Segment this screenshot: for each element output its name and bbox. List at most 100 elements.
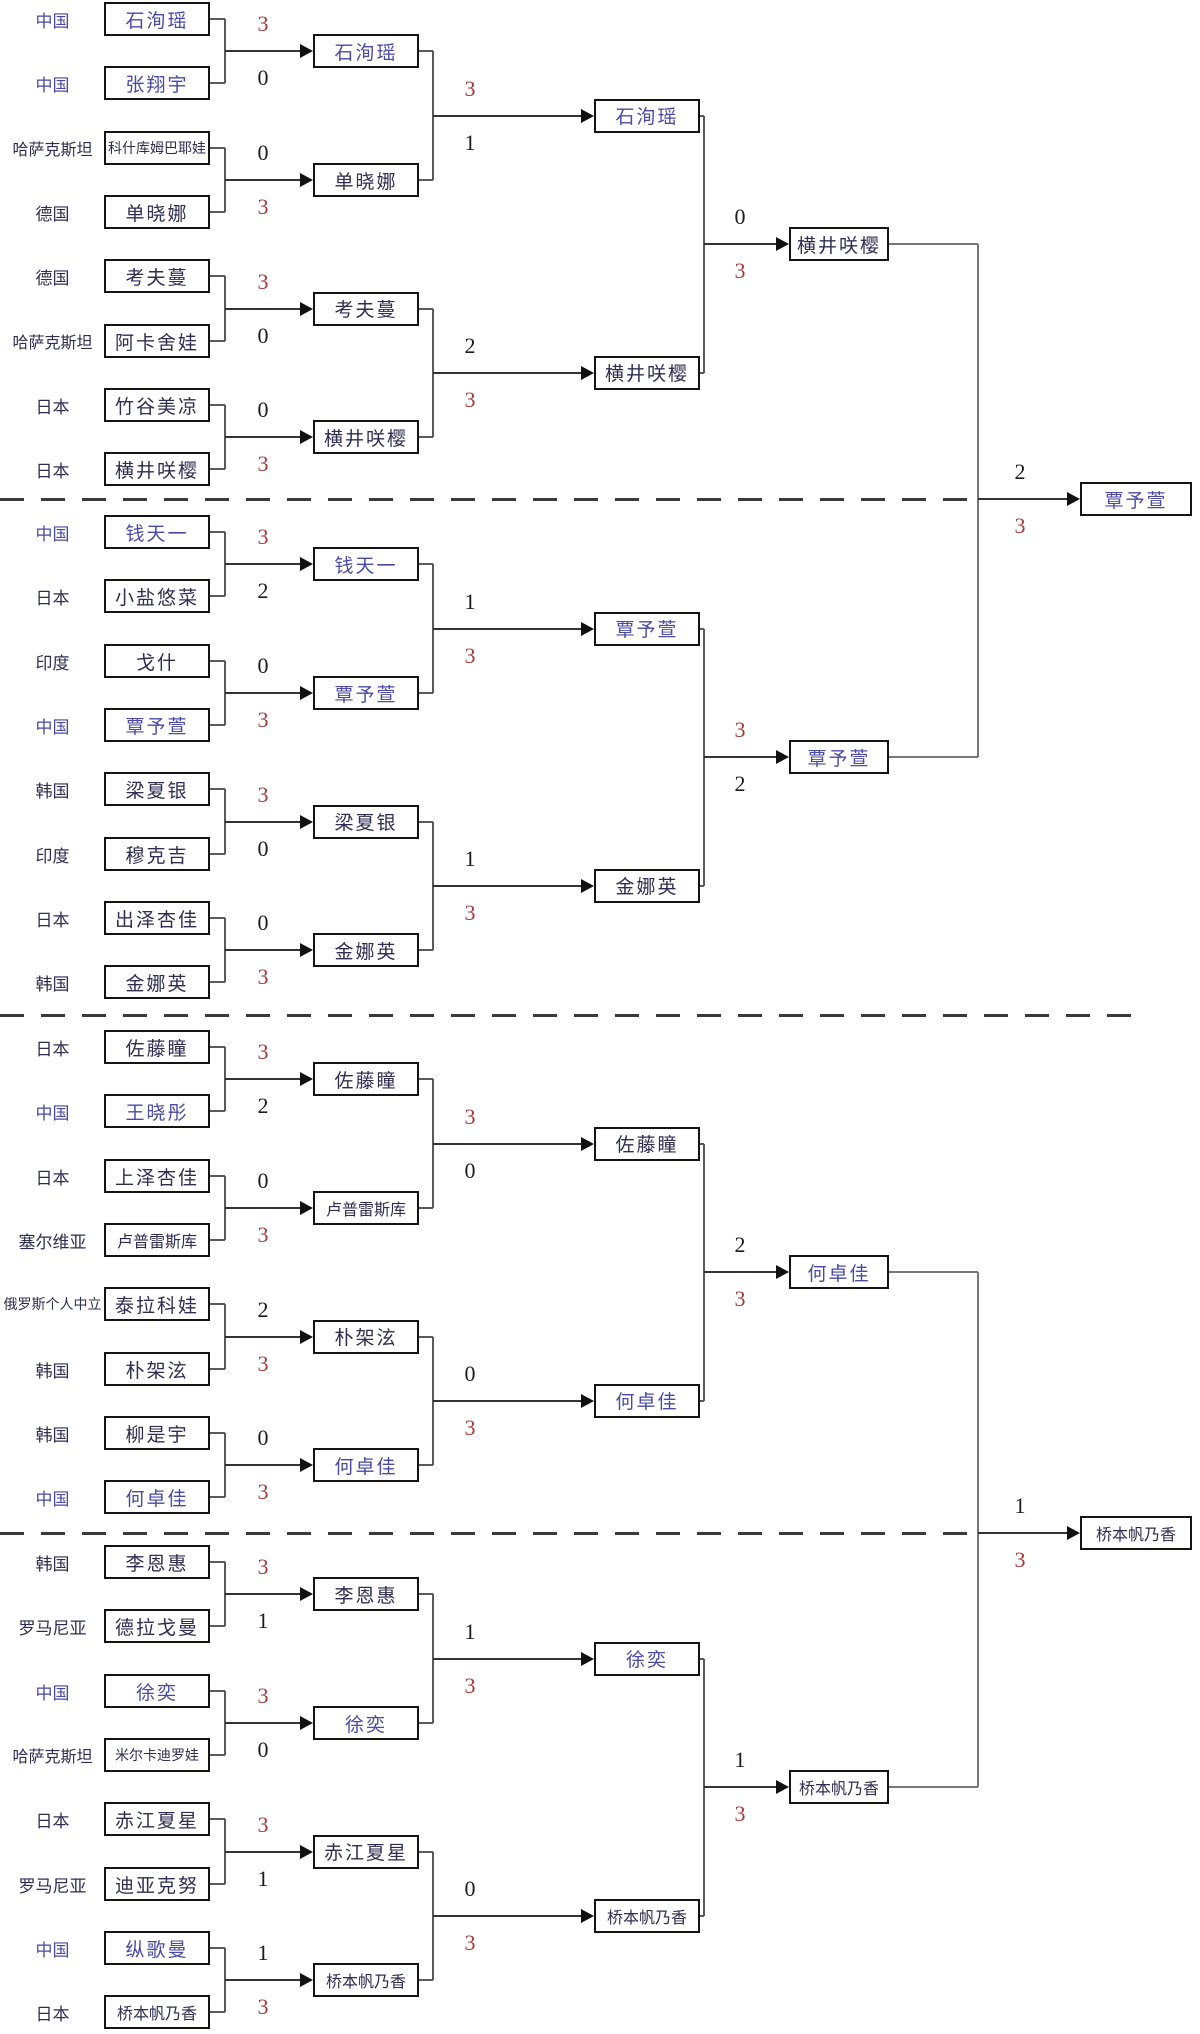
score-label: 3 [257, 1350, 269, 1376]
country-label: 日本 [35, 397, 70, 417]
winner-box: 横井咲樱 [789, 227, 889, 262]
player-box: 阿卡舍娃 [104, 324, 210, 358]
arrowhead-icon [300, 1587, 313, 1601]
connector-line [419, 1078, 433, 1080]
arrowhead-icon [581, 878, 594, 893]
country-label: 日本 [35, 1811, 70, 1831]
player-box: 单晓娜 [104, 195, 210, 229]
connector-line [704, 1786, 778, 1789]
connector-line [700, 1142, 704, 1145]
player-box: 小盐悠菜 [104, 579, 210, 613]
player-box: 泰拉科娃 [104, 1287, 210, 1321]
arrowhead-icon [300, 1716, 313, 1730]
connector-line [210, 724, 225, 726]
score-label: 3 [257, 524, 269, 549]
player-box: 何卓佳 [104, 1480, 210, 1514]
winner-box: 桥本帆乃香 [789, 1770, 889, 1805]
score-label: 3 [464, 642, 476, 668]
connector-line [225, 1207, 302, 1209]
country-label: 哈萨克斯坦 [12, 142, 93, 159]
connector-line [889, 243, 978, 246]
player-box: 王晓彤 [104, 1094, 210, 1128]
player-box: 科什库姆巴耶娃 [104, 131, 210, 165]
country-label: 塞尔维亚 [18, 1232, 87, 1252]
connector-line [210, 1883, 225, 1885]
player-box: 徐奕 [104, 1674, 210, 1708]
score-label: 1 [464, 588, 476, 614]
arrowhead-icon [581, 1393, 594, 1408]
score-label: 1 [464, 845, 476, 871]
arrowhead-icon [300, 430, 313, 444]
connector-line [210, 18, 225, 20]
score-label: 3 [734, 1286, 746, 1312]
arrowhead-icon [300, 1973, 313, 1987]
country-label: 中国 [35, 524, 70, 544]
player-box: 金娜英 [104, 965, 210, 999]
connector-line [210, 1625, 225, 1627]
score-label: 1 [1014, 1493, 1026, 1518]
country-label: 日本 [35, 1168, 70, 1188]
score-label: 3 [257, 11, 269, 36]
score-label: 1 [734, 1747, 746, 1773]
connector-line [210, 147, 225, 149]
score-label: 3 [464, 1103, 476, 1129]
arrowhead-icon [300, 1458, 313, 1472]
winner-box: 佐藤瞳 [594, 1126, 700, 1161]
connector-line [419, 949, 433, 951]
connector-line [433, 1399, 583, 1402]
connector-line [210, 917, 225, 919]
country-label: 韩国 [35, 1425, 70, 1445]
connector-line [704, 1271, 778, 1274]
arrowhead-icon [581, 1908, 594, 1923]
connector-line [210, 1432, 225, 1434]
connector-line [225, 307, 302, 310]
score-label: 0 [464, 1875, 476, 1901]
player-box: 迪亚克努 [104, 1867, 210, 1901]
score-label: 3 [257, 194, 269, 219]
arrowhead-icon [1067, 492, 1080, 506]
connector-line [700, 1914, 704, 1917]
score-label: 3 [734, 258, 746, 284]
player-box: 李恩惠 [104, 1545, 210, 1579]
country-label: 韩国 [35, 1361, 70, 1381]
winner-box: 朴架泫 [313, 1319, 419, 1354]
country-label: 哈萨克斯坦 [12, 335, 93, 352]
arrowhead-icon [300, 1329, 313, 1344]
score-label: 3 [464, 75, 476, 101]
connector-line [225, 1979, 302, 1981]
arrowhead-icon [581, 1651, 594, 1666]
score-label: 3 [257, 707, 269, 732]
player-box: 考夫蔓 [104, 259, 210, 293]
finalist-box: 桥本帆乃香 [1080, 1516, 1192, 1550]
arrowhead-icon [300, 44, 313, 58]
connector-line [433, 627, 583, 630]
winner-box: 横井咲樱 [594, 355, 700, 390]
connector-line [210, 1561, 225, 1563]
arrowhead-icon [300, 301, 313, 316]
connector-line [225, 1850, 302, 1853]
connector-line [419, 1207, 433, 1209]
score-label: 2 [257, 1093, 269, 1118]
connector-line [210, 275, 225, 277]
connector-line [225, 1078, 302, 1080]
winner-box: 李恩惠 [313, 1577, 419, 1611]
player-box: 钱天一 [104, 515, 210, 549]
country-label: 罗马尼亚 [18, 1618, 87, 1638]
player-box: 桥本帆乃香 [104, 1995, 210, 2029]
connector-line [419, 50, 433, 52]
connector-line [419, 1335, 433, 1338]
connector-line [978, 498, 1069, 500]
connector-line [210, 660, 225, 662]
score-label: 2 [257, 578, 269, 603]
connector-line [210, 340, 225, 342]
connector-line [978, 1532, 1069, 1534]
score-label: 3 [257, 964, 269, 989]
arrowhead-icon [300, 686, 313, 700]
connector-line [419, 692, 433, 694]
player-box: 佐藤瞳 [104, 1030, 210, 1064]
winner-box: 石洵瑶 [594, 98, 700, 133]
player-box: 上泽杏佳 [104, 1159, 210, 1193]
arrowhead-icon [581, 108, 594, 123]
country-label: 中国 [35, 1683, 70, 1703]
